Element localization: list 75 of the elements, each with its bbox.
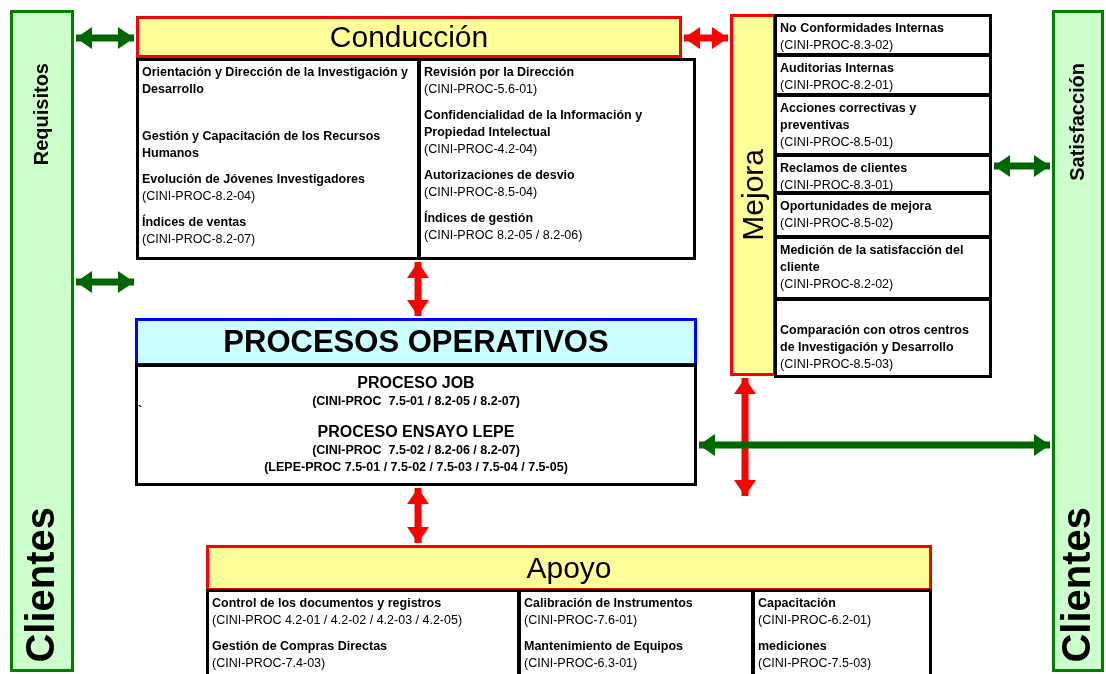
process-list-cell: [206, 589, 520, 674]
item-code: (CINI-PROC-5.6-01): [424, 81, 539, 98]
client-band: [10, 10, 74, 672]
process-list-cell: [774, 14, 992, 56]
item-code: (CINI-PROC-6.3-01): [524, 655, 639, 672]
item-title: Gestión y Capacitación de los Recursos Humanos: [142, 128, 382, 162]
item-title: Revisión por la Dirección: [424, 64, 576, 81]
process-header: [730, 14, 776, 376]
process-header: [135, 318, 697, 366]
item-title: Capacitación: [758, 595, 837, 612]
item-title: Evolución de Jóvenes Investigadores: [142, 171, 366, 188]
item-code: (CINI-PROC-8.5-04): [424, 184, 539, 201]
item-title: Gestión de Compras Directas: [212, 638, 389, 655]
item-code: (CINI-PROC-8.5-02): [780, 215, 895, 232]
item-title: Mantenimiento de Equipos: [524, 638, 685, 655]
item-title: Control de los documentos y registros: [212, 595, 443, 612]
item-code: (CINI-PROC-8.2-04): [142, 188, 257, 205]
item-code: (CINI-PROC-7.6-01): [524, 612, 639, 629]
process-list-cell: [518, 589, 754, 674]
text-mark: `: [138, 404, 142, 418]
process-list-cell: [136, 58, 420, 260]
item-code: (CINI-PROC-7.5-03): [758, 655, 873, 672]
item-code: (CINI-PROC-8.5-03): [780, 356, 895, 373]
item-title: PROCESO ENSAYO LEPE: [317, 422, 515, 442]
header-title: Conducción: [329, 20, 489, 54]
process-header: [136, 16, 682, 58]
item-code: (CINI-PROC-8.2-02): [780, 276, 895, 293]
item-title: Índices de ventas: [142, 214, 248, 231]
process-list-cell: [774, 236, 992, 300]
item-code: (CINI-PROC-8.3-02): [780, 37, 895, 54]
item-title: Confidencialidad de la Información y Propiedad Intelectual: [424, 107, 644, 141]
process-list-cell: [774, 94, 992, 156]
item-title: Medición de la satisfacción del cliente: [780, 242, 965, 276]
band-subtitle: Requisitos: [30, 63, 53, 166]
item-title: Oportunidades de mejora: [780, 198, 933, 215]
item-code: (CINI-PROC-8.3-01): [780, 177, 895, 194]
process-list-cell: [774, 54, 992, 96]
header-title: Apoyo: [526, 551, 612, 585]
item-code: (CINI-PROC-8.5-01): [780, 134, 895, 151]
item-title: Orientación y Dirección de la Investigación y Desarrollo: [142, 64, 410, 98]
band-title: Clientes: [18, 507, 63, 663]
item-title: Auditorias Internas: [780, 60, 895, 77]
header-title: PROCESOS OPERATIVOS: [223, 324, 609, 360]
double-arrow: [684, 27, 728, 49]
item-code: (CINI-PROC-6.2-01): [758, 612, 873, 629]
process-list-cell: [418, 58, 696, 260]
item-code: (CINI-PROC-4.2-04): [424, 141, 539, 158]
item-title: Acciones correctivas y preventivas: [780, 100, 918, 134]
process-list-cell: [135, 364, 697, 486]
item-title: Comparación con otros centros de Investigación y Desarrollo: [780, 322, 970, 356]
item-code: (CINI-PROC-8.2-01): [780, 77, 895, 94]
item-code: (CINI-PROC 4.2-01 / 4.2-02 / 4.2-03 / 4.2-05): [212, 612, 464, 629]
item-title: Índices de gestión: [424, 210, 535, 227]
item-title: No Conformidades Internas: [780, 20, 945, 37]
item-code: (CINI-PROC-8.2-07): [142, 231, 257, 248]
band-title: Clientes: [1054, 507, 1099, 663]
item-code: (CINI-PROC 8.2-05 / 8.2-06): [424, 227, 584, 244]
item-title: Calibración de Instrumentos: [524, 595, 694, 612]
item-code: (CINI-PROC 7.5-02 / 8.2-06 / 8.2-07): [312, 442, 520, 459]
header-title: Mejora: [736, 149, 770, 241]
client-band: [1052, 10, 1104, 672]
process-list-cell: [774, 192, 992, 238]
item-title: Reclamos de clientes: [780, 160, 909, 177]
process-header: [206, 545, 932, 591]
item-code: (CINI-PROC-7.4-03): [212, 655, 327, 672]
item-title: mediciones: [758, 638, 828, 655]
item-title: Autorizaciones de desvio: [424, 167, 576, 184]
process-list-cell: [774, 154, 992, 194]
item-code: (CINI-PROC 7.5-01 / 8.2-05 / 8.2-07): [312, 393, 520, 410]
item-title: PROCESO JOB: [357, 373, 475, 393]
item-code: (LEPE-PROC 7.5-01 / 7.5-02 / 7.5-03 / 7.5-04 / 7.5-05): [264, 459, 568, 476]
process-list-cell: [774, 298, 992, 378]
band-subtitle: Satisfacción: [1066, 63, 1089, 181]
double-arrow: [76, 27, 134, 49]
process-list-cell: [752, 589, 932, 674]
